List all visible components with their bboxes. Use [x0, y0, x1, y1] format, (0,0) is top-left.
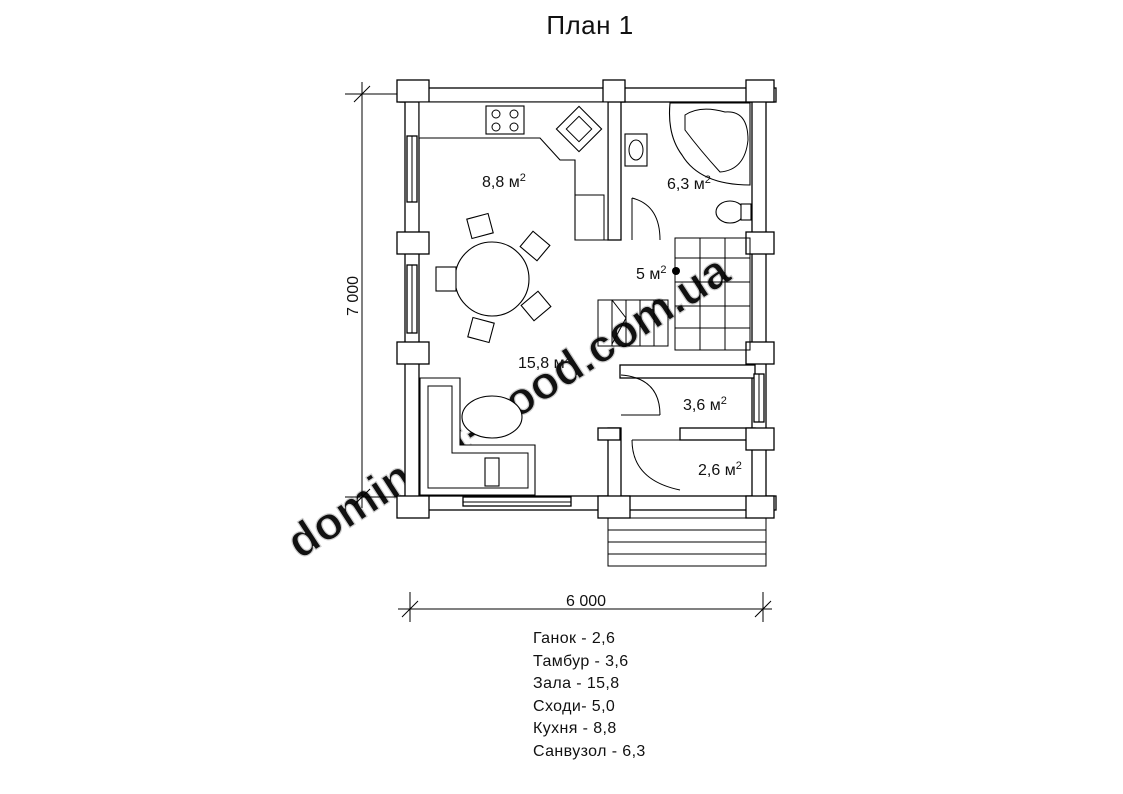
sofa [419, 377, 536, 496]
legend-item-stairs: Сходи- 5,0 [533, 697, 616, 715]
width-dimension [398, 592, 772, 622]
bathroom-fixtures [624, 102, 752, 224]
room-area-bath: 6,3 м2 [667, 174, 711, 193]
room-area-kitchen: 8,8 м2 [482, 172, 526, 191]
room-area-hall: 15,8 м2 [518, 353, 571, 372]
dining-table [435, 212, 552, 344]
room-area-porch: 2,6 м2 [698, 460, 742, 479]
plan-title: План 1 [546, 10, 634, 40]
doors [620, 197, 681, 491]
height-dimension [345, 82, 418, 508]
room-area-vestibule: 3,6 м2 [683, 395, 727, 414]
area-legend: Ганок - 2,6 Тамбур - 3,6 Зала - 15,8 Схо… [533, 628, 646, 763]
legend-item-bathroom: Санвузол - 6,3 [533, 742, 646, 760]
legend-item-hall: Зала - 15,8 [533, 675, 620, 692]
legend-item-kitchen: Кухня - 8,8 [533, 720, 617, 737]
kitchen-counter [418, 101, 609, 241]
log-corners [396, 79, 775, 519]
height-dimension-label: 7 000 [345, 276, 362, 316]
legend-item-porch: Ганок - 2,6 [533, 630, 616, 647]
legend-item-vestibule: Тамбур - 3,6 [533, 652, 629, 670]
windows [406, 135, 765, 507]
porch-steps [607, 517, 767, 567]
width-dimension-label: 6 000 [566, 593, 606, 610]
stairs [597, 237, 751, 351]
room-area-stairs: 5 м2 [636, 264, 666, 283]
